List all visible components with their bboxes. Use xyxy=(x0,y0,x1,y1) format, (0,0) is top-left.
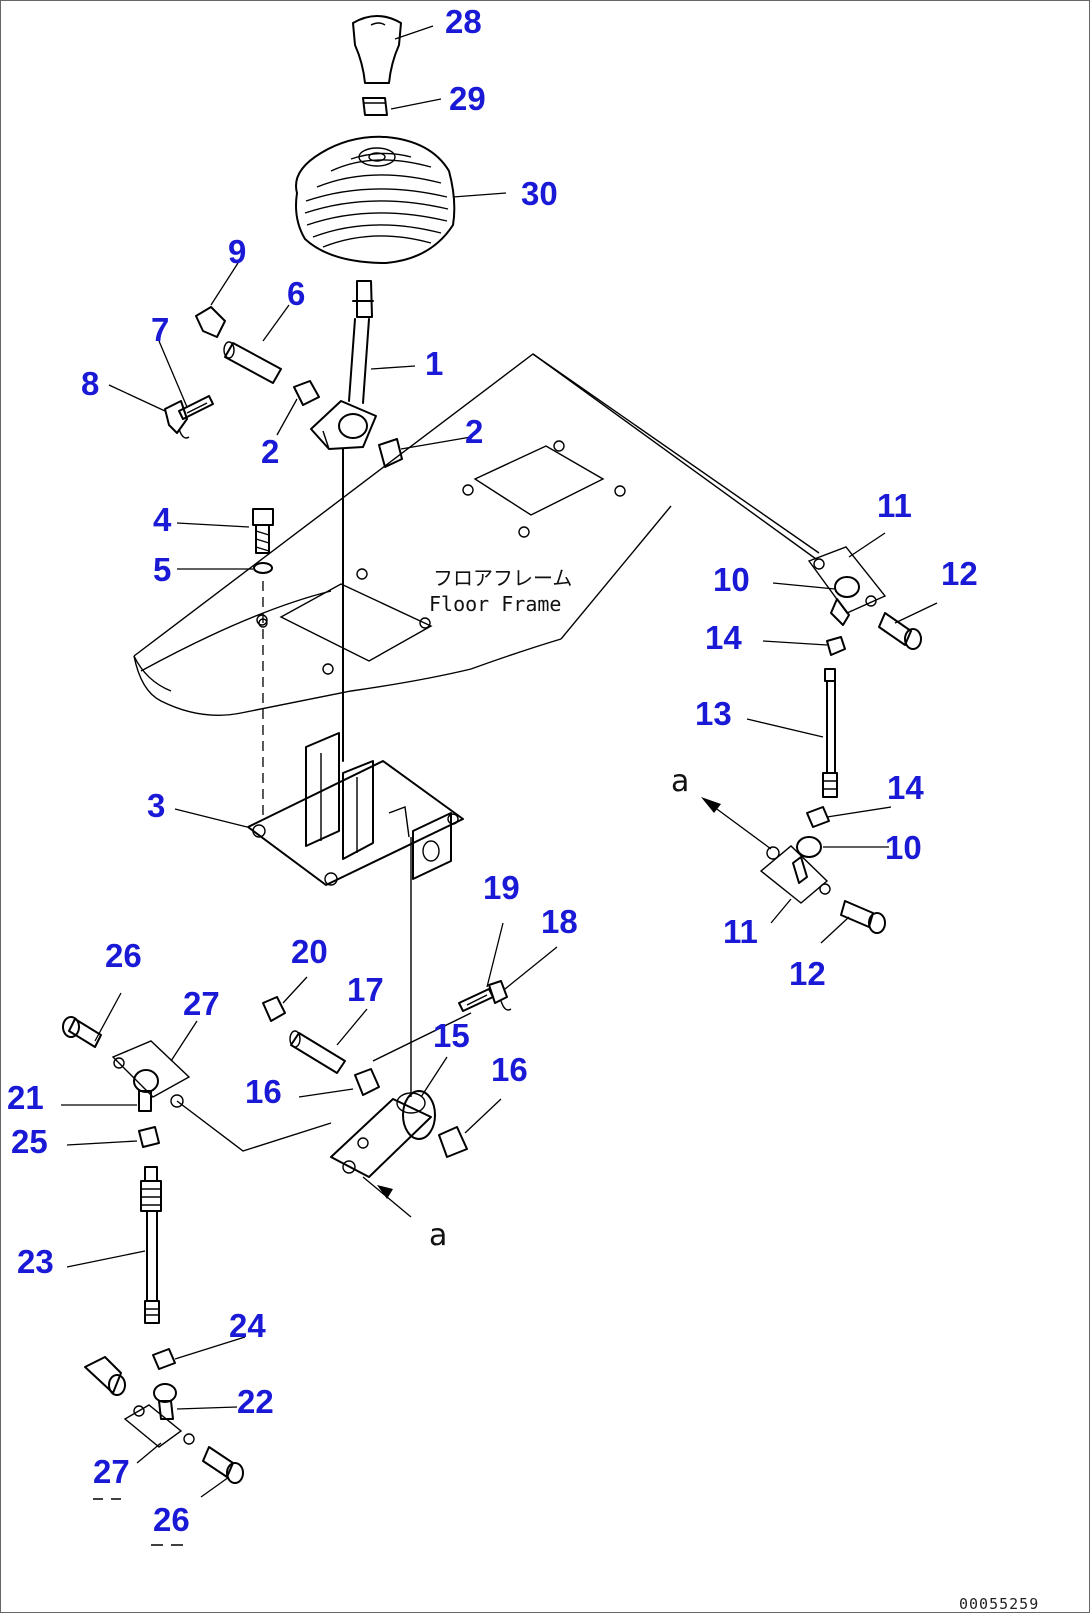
callout-20: 20 xyxy=(291,933,328,970)
floor-frame-label-jp: フロアフレーム xyxy=(433,566,572,590)
pin-part-6 xyxy=(223,341,282,384)
callout-16-right: 16 xyxy=(491,1051,528,1088)
callout-11-upper: 11 xyxy=(877,487,912,524)
lever-part-1 xyxy=(310,280,377,450)
callout-18: 18 xyxy=(541,903,578,940)
pin-part-17 xyxy=(289,1030,346,1074)
pin-alignment-line xyxy=(372,1012,472,1062)
callout-7: 7 xyxy=(151,311,169,348)
view-arrow-a-right xyxy=(701,797,772,850)
callout-14-lower: 14 xyxy=(887,769,924,806)
callout-6: 6 xyxy=(287,275,305,312)
bracket-part-11-lower xyxy=(759,845,831,904)
bracket-part-27-lower xyxy=(123,1404,195,1448)
callout-12-upper: 12 xyxy=(941,555,978,592)
nut-part-24 xyxy=(152,1348,176,1370)
knob-part-28 xyxy=(352,15,402,84)
callout-27-upper: 27 xyxy=(183,985,220,1022)
view-letter-right: a xyxy=(671,764,689,799)
floor-frame-label-en: Floor Frame xyxy=(429,592,561,616)
bolt-part-26-lower-left xyxy=(84,1356,126,1396)
bolt-part-7 xyxy=(178,395,214,420)
leader-lines xyxy=(61,25,938,1498)
callout-12-lower: 12 xyxy=(789,955,826,992)
callout-16-left: 16 xyxy=(245,1073,282,1110)
nut-part-9 xyxy=(195,306,226,338)
nut-part-20 xyxy=(262,996,286,1022)
callout-24: 24 xyxy=(229,1307,266,1344)
bushing-part-29 xyxy=(362,97,388,116)
callout-21: 21 xyxy=(7,1079,44,1116)
callout-2-left: 2 xyxy=(261,433,279,470)
nut-part-14-upper xyxy=(826,636,846,656)
bracket-part-3 xyxy=(247,732,464,886)
boot-part-30 xyxy=(295,135,456,264)
callout-8: 8 xyxy=(81,365,99,402)
bolt-part-12-upper xyxy=(878,612,922,650)
callout-tick-marks xyxy=(93,1498,183,1546)
callout-9: 9 xyxy=(228,233,246,270)
callout-26-lower: 26 xyxy=(153,1501,190,1538)
callout-27-lower: 27 xyxy=(93,1453,130,1490)
bolt-part-19 xyxy=(458,988,494,1012)
collar-part-2-left xyxy=(293,380,320,406)
view-arrow-a-lower xyxy=(362,1176,412,1218)
callout-10-upper: 10 xyxy=(713,561,750,598)
callout-28: 28 xyxy=(445,3,482,40)
callout-14-upper: 14 xyxy=(705,619,742,656)
rod-end-part-22 xyxy=(153,1383,177,1420)
callout-5: 5 xyxy=(153,551,171,588)
bolt-part-12-lower xyxy=(840,900,886,934)
bolt-part-4 xyxy=(252,508,274,554)
bolt-part-26-upper xyxy=(62,1016,102,1048)
callout-29: 29 xyxy=(449,80,486,117)
callout-11-lower: 11 xyxy=(723,913,758,950)
callout-10-lower: 10 xyxy=(885,829,922,866)
rod-end-part-21 xyxy=(133,1069,159,1112)
callout-3: 3 xyxy=(147,787,165,824)
bracket-part-11-upper xyxy=(807,546,887,614)
callout-22: 22 xyxy=(237,1383,274,1420)
floor-frame xyxy=(133,353,820,716)
callout-1: 1 xyxy=(425,345,443,382)
collar-part-2-right xyxy=(378,438,403,468)
callout-4: 4 xyxy=(153,501,172,538)
callout-17: 17 xyxy=(347,971,384,1008)
frame-to-bracket-line xyxy=(532,353,817,560)
callouts: 28 29 30 9 6 7 8 1 2 2 4 5 3 11 10 12 14… xyxy=(7,3,978,1538)
collar-part-16-left xyxy=(354,1068,380,1096)
callout-15: 15 xyxy=(433,1017,470,1054)
callout-30: 30 xyxy=(521,175,558,212)
bolt-part-26-lower xyxy=(202,1446,244,1484)
washer-part-5 xyxy=(253,562,273,574)
callout-23: 23 xyxy=(17,1243,54,1280)
callout-25: 25 xyxy=(11,1123,48,1160)
collar-part-16-right xyxy=(438,1126,468,1158)
callout-19: 19 xyxy=(483,869,520,906)
rod-end-part-10-lower xyxy=(792,836,822,884)
callout-13: 13 xyxy=(695,695,732,732)
joint-part-18 xyxy=(488,980,512,1011)
callout-26-upper: 26 xyxy=(105,937,142,974)
nut-part-14-lower xyxy=(806,806,830,828)
bracket-part-27-upper xyxy=(111,1040,332,1152)
drawing-number: 00055259 xyxy=(959,1595,1039,1613)
rod-end-part-10-upper xyxy=(830,576,860,626)
view-letter-lower: a xyxy=(429,1218,447,1253)
link-part-15 xyxy=(330,1090,436,1178)
nut-part-25 xyxy=(138,1126,160,1148)
joint-part-8 xyxy=(164,400,190,439)
rod-part-13 xyxy=(822,668,838,798)
callout-2-right: 2 xyxy=(465,413,483,450)
rod-part-23 xyxy=(140,1166,162,1324)
